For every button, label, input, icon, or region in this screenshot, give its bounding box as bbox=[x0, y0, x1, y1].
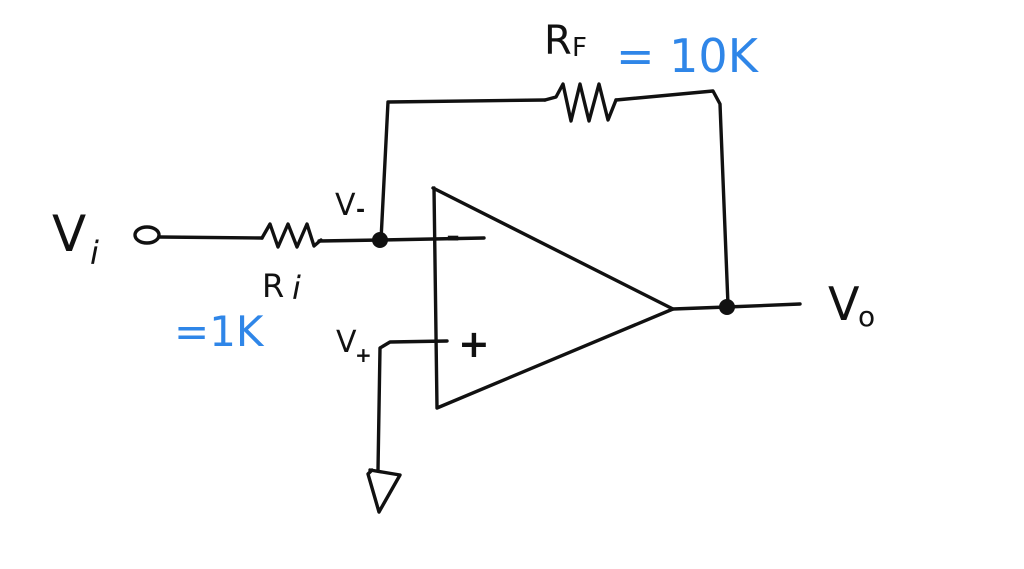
vo-label: V bbox=[828, 277, 860, 331]
v-plus-subscript: + bbox=[355, 343, 372, 367]
ri-value: =1K bbox=[174, 307, 265, 356]
feedback-wire-left bbox=[379, 98, 547, 242]
schematic-labels: V i R i =1K R F = 10K V - V + - + V o bbox=[52, 18, 875, 367]
output-node-dot bbox=[719, 299, 735, 315]
vo-subscript: o bbox=[858, 300, 875, 333]
non-inverting-input-wire bbox=[376, 339, 449, 472]
ri-label: R bbox=[262, 267, 284, 305]
ri-subscript: i bbox=[292, 269, 301, 307]
junction-nodes bbox=[372, 232, 735, 315]
input-wire bbox=[157, 235, 264, 240]
v-minus-label: V bbox=[335, 188, 356, 223]
rf-label: R bbox=[544, 18, 572, 64]
input-terminal bbox=[133, 225, 161, 245]
vi-label: V bbox=[52, 205, 86, 263]
inverting-input-sign: - bbox=[446, 217, 460, 257]
inverting-node-dot bbox=[372, 232, 388, 248]
vi-subscript: i bbox=[90, 234, 99, 272]
v-plus-label: V bbox=[336, 325, 357, 360]
feedback-wire-right bbox=[614, 89, 730, 307]
ground-symbol bbox=[366, 468, 402, 514]
schematic-wires bbox=[133, 82, 802, 514]
resistor-rf bbox=[543, 82, 618, 123]
output-wire bbox=[671, 302, 802, 311]
rf-subscript: F bbox=[572, 33, 587, 63]
v-minus-subscript: - bbox=[356, 198, 365, 223]
non-inverting-input-sign: + bbox=[458, 322, 490, 366]
op-amp-triangle bbox=[431, 186, 675, 410]
rf-value: = 10K bbox=[616, 29, 760, 83]
resistor-ri bbox=[260, 222, 323, 249]
